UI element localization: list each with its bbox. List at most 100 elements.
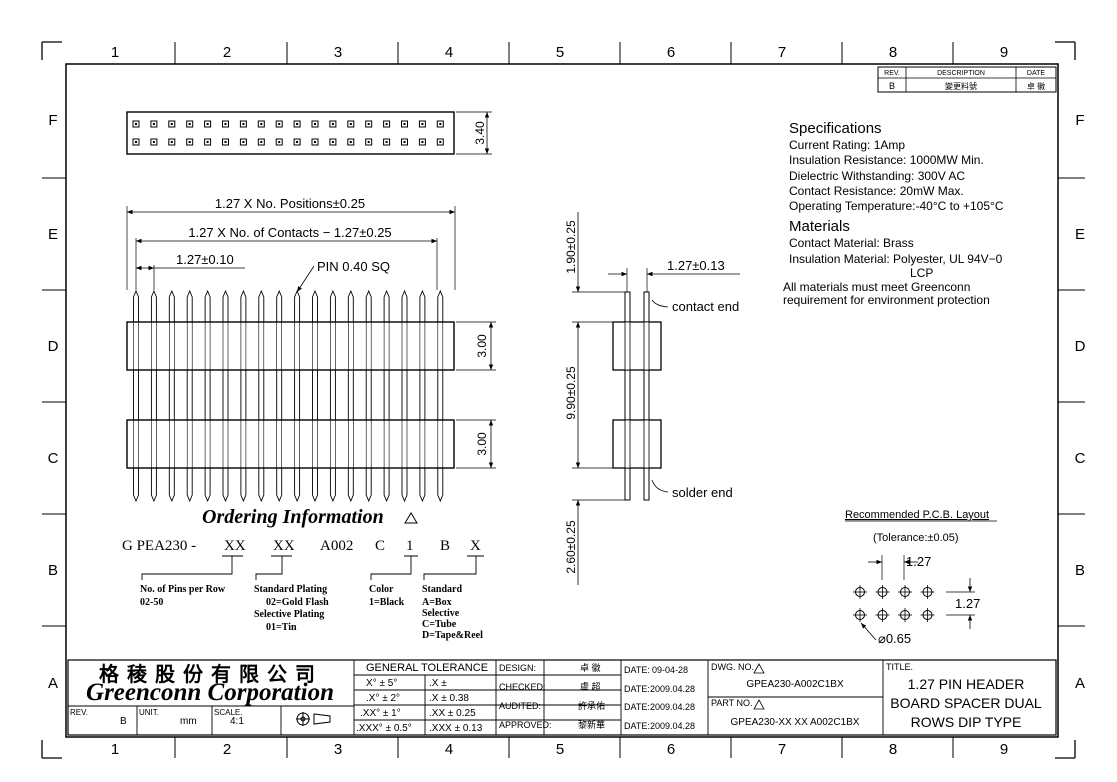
front-pin-contact [401,289,408,323]
col-number: 1 [111,44,119,61]
row-letter: D [48,338,59,355]
front-pin-middle [419,369,426,421]
front-pin-solder [133,468,139,503]
approved-value: 黎新華 [578,719,605,730]
col-number: 6 [667,44,675,61]
top-pin-dot [188,141,191,143]
front-pin-middle [276,369,283,421]
front-pin-solder [365,468,372,503]
specifications-title: Specifications [789,120,882,137]
plating-desc: Standard Plating [254,584,327,595]
order-code-suffix: X [470,538,481,554]
col-number: 3 [334,741,342,758]
order-code-color: 1 [406,538,414,554]
front-pin-middle [133,369,139,421]
front-pin-solder [258,468,265,503]
ordering-title: Ordering Information [202,506,384,528]
tolerance-title: GENERAL TOLERANCE [366,662,488,674]
date-header: DATE [1027,70,1045,77]
front-pin-solder [437,468,444,503]
front-pin-middle [312,369,318,421]
unit-value: mm [180,716,197,727]
dwg-label: DWG. NO. [711,662,754,672]
top-pin-dot [314,141,316,143]
front-pin-middle [329,369,336,421]
top-pin-dot [296,141,299,143]
rev-value: B [889,81,895,91]
front-pin-contact [204,289,211,323]
audited-value: 許承佑 [578,700,605,711]
dim-positions: 1.27 X No. Positions±0.25 [215,196,365,211]
col-number: 6 [667,741,675,758]
front-pin-middle [347,369,354,421]
description-header: DESCRIPTION [937,70,985,77]
drawing-title-line: ROWS DIP TYPE [911,714,1022,730]
top-pin-dot [188,123,191,125]
approved-label: APPROVED: [499,720,552,730]
col-number: 5 [556,741,564,758]
title-block: 格稜股份有限公司 Greenconn Corporation REV. B UN… [67,659,1057,736]
order-code-prefix: G PEA230 - [122,538,196,554]
tol-angle: X° ± 5° [366,678,397,689]
spec-line: Current Rating: 1Amp [789,138,905,152]
top-pin-dot [331,123,334,125]
rev-description: 變更料號 [945,81,977,91]
packing-desc: A=Box [422,597,452,608]
company-name-en: Greenconn Corporation [86,679,334,706]
front-pin-contact [312,289,318,323]
row-letters-right: F E D C B A [1075,112,1086,692]
top-pin-dot [152,141,155,143]
col-number: 7 [778,741,786,758]
part-number: GPEA230-XX XX A002C1BX [731,717,860,728]
packing-desc: Selective [422,608,460,619]
solder-end-label: solder end [672,485,733,500]
date-label: DATE: [624,665,650,675]
front-pin-solder [240,468,247,503]
top-pin-dot [367,141,370,143]
front-pin-middle [365,369,372,421]
top-pin-dot [242,123,245,125]
top-pin-dot [421,123,424,125]
plating-desc: Selective Plating [254,609,324,620]
pcb-pitch-x: 1.27 [906,554,931,569]
checked-label: CHECKED: [499,682,546,692]
row-letter: F [1075,112,1084,129]
pcb-title: Recommended P.C.B. Layout [845,509,989,521]
front-pin-middle [168,369,175,421]
front-pin-contact [222,289,229,323]
title-label: TITLE. [886,662,913,672]
pin-label: PIN 0.40 SQ [317,259,390,274]
date-audited: 2009.04.28 [650,702,695,712]
dim-upper-body: 3.00 [475,334,489,358]
row-letter: B [48,562,58,579]
top-pin-dot [296,123,299,125]
material-line: Contact Material: Brass [789,236,914,250]
top-pin-dot [385,123,388,125]
rev-label: REV. [70,708,88,717]
top-pin-dot [242,141,245,143]
front-pin-middle [258,369,265,421]
spec-line: Operating Temperature:-40°C to +105°C [789,199,1004,213]
front-pin-solder [419,468,426,503]
col-number: 3 [334,44,342,61]
col-number: 9 [1000,741,1008,758]
date-label: DATE: [624,721,650,731]
col-number: 8 [889,741,897,758]
row-letters-left: F E D C B A [48,112,59,692]
rev-header: REV. [884,70,900,77]
row-letter: A [1075,675,1085,692]
top-pin-dot [421,141,424,143]
material-line: LCP [910,266,933,280]
dim-contacts: 1.27 X No. of Contacts − 1.27±0.25 [188,225,391,240]
spec-line: Contact Resistance: 20mW Max. [789,184,964,198]
top-pin-dot [135,141,137,143]
pins-desc: 02-50 [140,597,163,608]
front-pin-solder [312,468,318,503]
top-pin-dot [367,123,370,125]
front-pin-contact [240,289,247,323]
rev-date: 卓 徽 [1027,81,1045,91]
revision-table: REV. DESCRIPTION DATE B 變更料號 卓 徽 [877,66,1057,93]
top-pin-dot [224,123,227,125]
top-pin-dot [439,141,442,143]
